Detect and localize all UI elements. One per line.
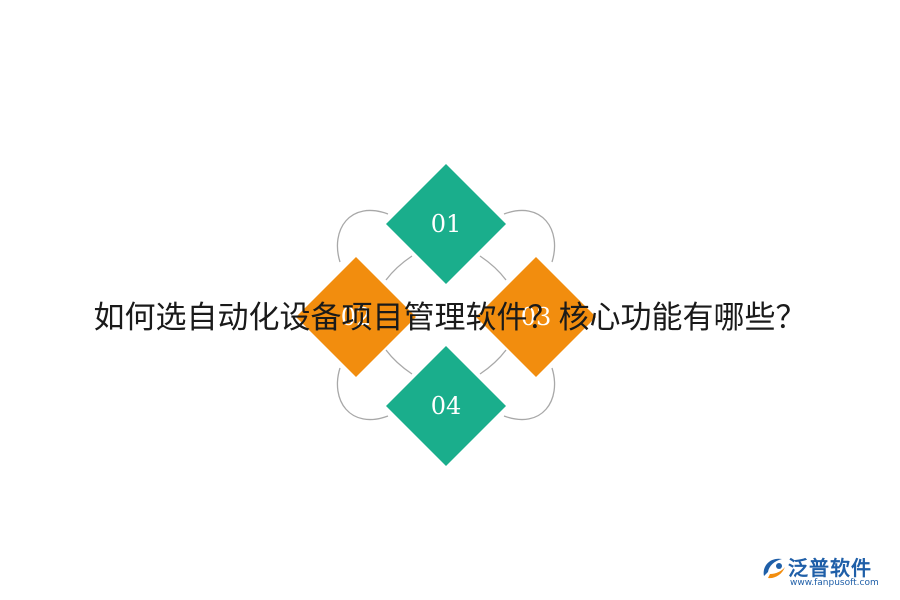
diamond-02: 02	[296, 257, 416, 377]
diamond-01-label: 01	[431, 210, 462, 238]
ring-top-right	[503, 209, 556, 263]
diamond-01: 01	[386, 164, 506, 284]
diamond-03: 03	[476, 257, 596, 377]
connector-rings	[336, 209, 556, 421]
ring-inner-bottom-right	[479, 349, 507, 375]
ring-bottom-left	[336, 367, 389, 421]
page-headline: 如何选自动化设备项目管理软件？核心功能有哪些？	[93, 300, 807, 336]
brand-url: www.fanpusoft.com	[790, 578, 879, 588]
diamond-04: 04	[386, 346, 506, 466]
ring-top-left	[336, 209, 389, 263]
ring-inner-bottom-left	[385, 349, 413, 375]
brand-watermark: 泛普软件 www.fanpusoft.com	[760, 552, 890, 596]
fanpu-logo-icon	[763, 558, 785, 579]
brand-name: 泛普软件	[788, 556, 872, 580]
diamond-02-label: 02	[341, 303, 372, 331]
diamond-02-shape	[296, 257, 416, 377]
diamond-03-shape	[476, 257, 596, 377]
diamond-04-label: 04	[431, 392, 462, 420]
diamond-01-shape	[386, 164, 506, 284]
ring-inner-top-right	[479, 255, 507, 281]
ring-inner-top-left	[385, 255, 413, 281]
diamond-04-shape	[386, 346, 506, 466]
ring-bottom-right	[503, 367, 556, 421]
diamond-03-label: 03	[521, 303, 552, 331]
